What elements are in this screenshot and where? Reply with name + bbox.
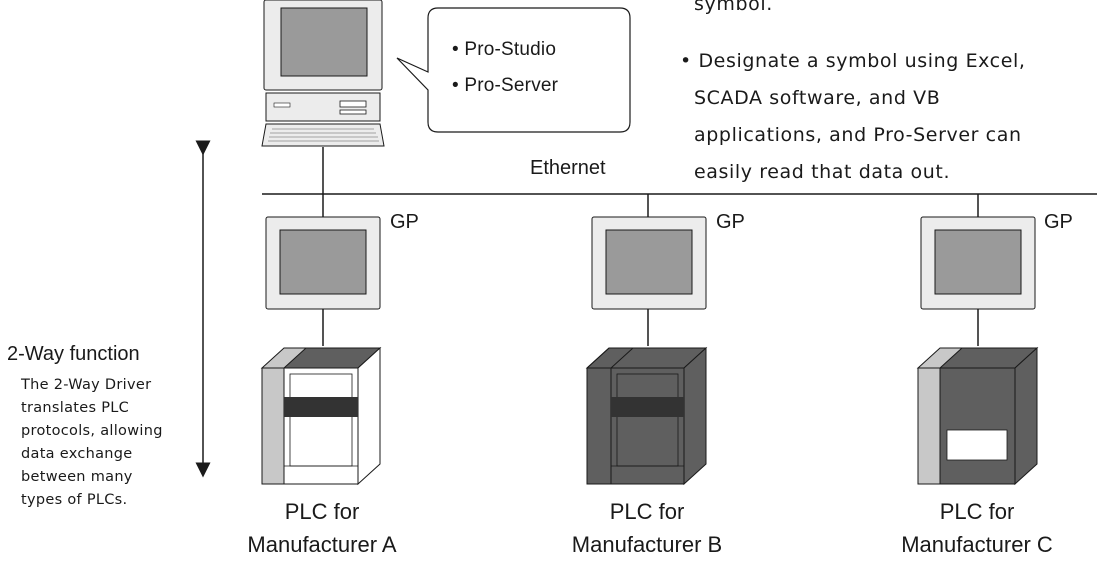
gp-panel-a-icon [265,194,381,346]
gp-panel-c-icon [920,194,1036,346]
plc-b-caption-line-2: Manufacturer B [571,532,723,557]
plc-c-caption-line-2: Manufacturer C [901,532,1053,557]
notes-line-4: applications, and Pro-Server can [694,124,1022,146]
notes-line-3: SCADA software, and VB [694,87,941,109]
ethernet-label: Ethernet [530,157,606,179]
plc-a-caption-line-1: PLC for [284,499,360,524]
plc-c-icon [916,346,1039,486]
two-way-desc-line-5: between many [21,469,133,485]
notes-line-1: symbol. [694,0,773,15]
callout-item-pro-studio: • Pro-Studio [452,39,557,60]
plc-a-caption-line-2: Manufacturer A [247,532,397,557]
notes-line-2: • Designate a symbol using Excel, [680,50,1026,72]
two-way-desc-line-1: The 2-Way Driver [21,377,152,393]
callout-item-pro-server: • Pro-Server [452,75,559,96]
callout-bubble [396,7,631,133]
two-way-title: 2-Way function [7,343,140,365]
plc-b-icon [585,346,708,486]
gp-b-label: GP [716,211,745,233]
two-way-desc-line-3: protocols, allowing [21,423,163,439]
two-way-desc-line-4: data exchange [21,446,133,462]
pc-computer-icon [261,0,385,147]
notes-line-5: easily read that data out. [694,161,951,183]
two-way-desc-line-2: translates PLC [21,400,130,416]
gp-a-label: GP [390,211,419,233]
plc-a-icon [260,346,382,486]
two-way-desc-line-6: types of PLCs. [21,492,128,508]
gp-panel-b-icon [591,194,707,346]
plc-b-caption-line-1: PLC for [609,499,685,524]
plc-c-caption-line-1: PLC for [939,499,1015,524]
gp-c-label: GP [1044,211,1073,233]
